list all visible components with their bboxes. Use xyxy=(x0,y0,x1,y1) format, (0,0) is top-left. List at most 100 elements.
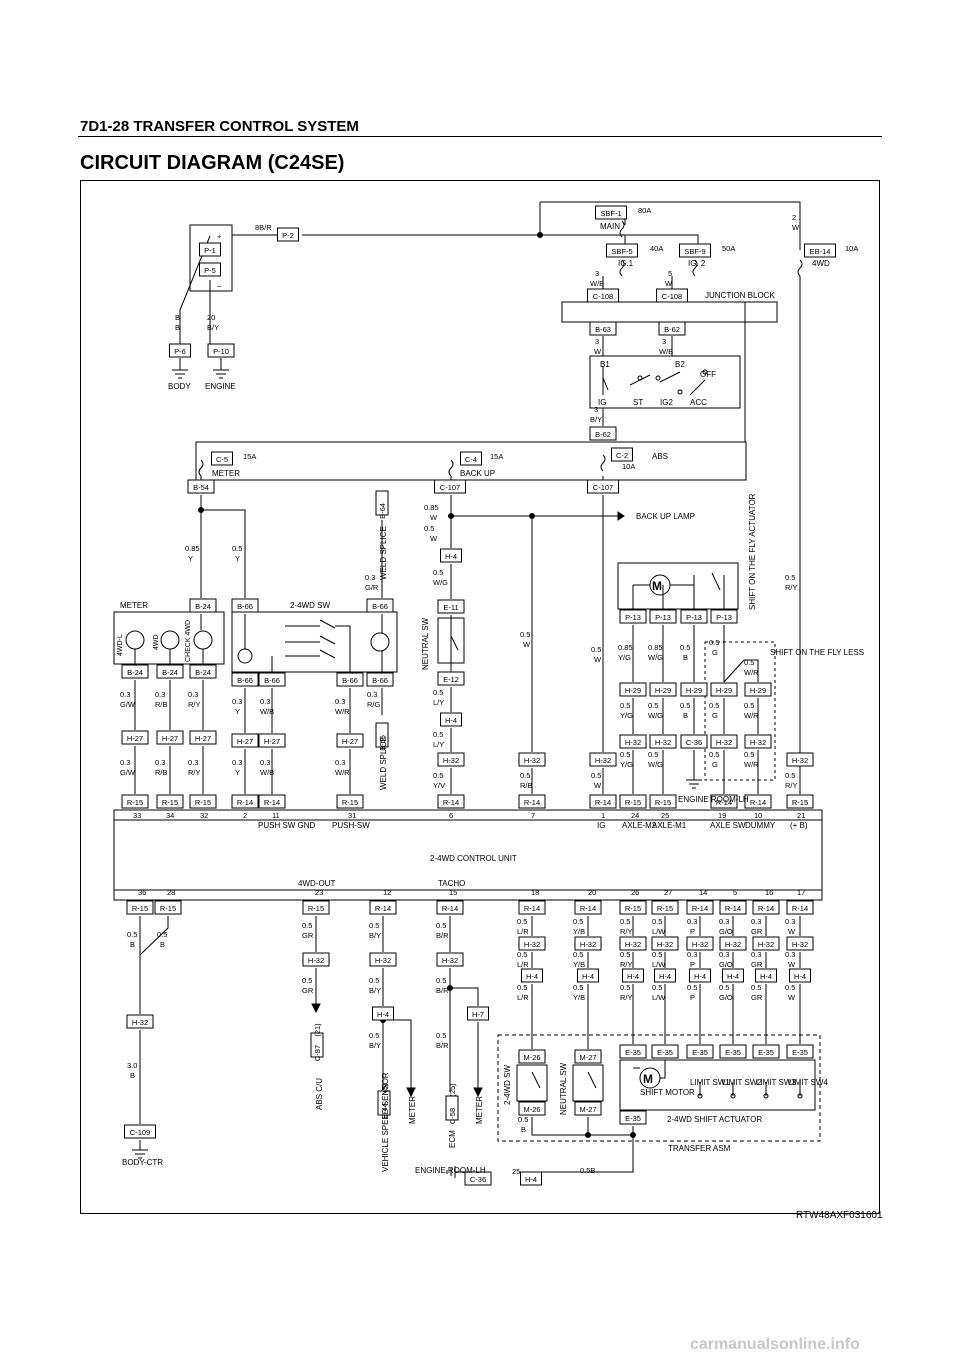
wire-label: B xyxy=(160,940,165,949)
wire-label: 0.5 xyxy=(433,730,443,739)
connector-box xyxy=(369,952,397,967)
connector-label: P-13 xyxy=(655,613,671,622)
connector-label: R-14 xyxy=(237,798,253,807)
body-label: BODY xyxy=(168,382,191,391)
shift-motor-label: SHIFT MOTOR xyxy=(640,1088,695,1097)
wire-label: 0.5 xyxy=(433,771,443,780)
wire-label: 0.5 xyxy=(302,921,312,930)
wire-label: Y/G xyxy=(620,760,633,769)
battery-block xyxy=(189,224,233,292)
wire-label: 0.5 xyxy=(436,921,446,930)
connector-box xyxy=(619,794,647,809)
connector-label: C-36 xyxy=(470,1175,486,1184)
wire-label: 0.3 xyxy=(785,917,795,926)
axle-m2-label: AXLE-M2 xyxy=(622,821,657,830)
wire-label: B xyxy=(175,323,180,332)
connector-box xyxy=(518,752,546,767)
wire-label: W xyxy=(788,960,796,969)
connector-box xyxy=(680,609,708,624)
connector-label: SBF-5 xyxy=(611,247,632,256)
wd4-v: 4WD xyxy=(153,634,160,650)
connector-box xyxy=(375,722,389,748)
control-unit-label: 2-4WD CONTROL UNIT xyxy=(430,854,517,863)
wire-label: W xyxy=(523,640,531,649)
wire-label: W xyxy=(788,993,796,1002)
figure-reference: RTW48AXF031601 xyxy=(796,1210,883,1221)
wire-label: 6 xyxy=(449,811,453,820)
wire-label: 0.5 xyxy=(517,950,527,959)
connector-box xyxy=(231,794,259,809)
connector-label: R-15 xyxy=(127,798,143,807)
connector-box xyxy=(518,936,546,951)
wire-label: 3 xyxy=(662,337,666,346)
connector-box xyxy=(156,730,184,745)
wire-label: W/B xyxy=(260,707,274,716)
connector-box xyxy=(231,733,259,748)
ground-wires xyxy=(179,235,211,345)
connector-label: R-14 xyxy=(580,904,596,913)
connector-label: R-14 xyxy=(524,904,540,913)
wire-label: 0.5 xyxy=(369,921,379,930)
wire-label: 23 xyxy=(315,888,323,897)
connector-box xyxy=(169,343,191,358)
wire-label: R/Y xyxy=(620,993,633,1002)
connector-label: H-27 xyxy=(195,734,211,743)
connector-box xyxy=(377,1090,391,1116)
ignition-switch-box xyxy=(589,355,741,409)
meter-internal xyxy=(134,614,204,664)
connector-label: B-24 xyxy=(162,668,178,677)
connector-box xyxy=(744,794,772,809)
wire-label: 3.0 xyxy=(127,1061,137,1070)
connector-label: H-4 xyxy=(694,972,706,981)
connector-box xyxy=(121,664,149,679)
connector-label: R-14 xyxy=(692,904,708,913)
vss-wires xyxy=(382,916,412,1090)
connector-box xyxy=(440,712,462,727)
connector-box xyxy=(755,968,777,983)
connector-label: H-4 xyxy=(659,972,671,981)
connector-box xyxy=(336,672,364,687)
wire-label: 15A xyxy=(243,452,256,461)
wire-label: 0.5 xyxy=(680,701,690,710)
wire-label: G xyxy=(712,711,718,720)
connector-box xyxy=(611,447,633,462)
wire-label: Y/B xyxy=(573,927,585,936)
connector-label: C-58 xyxy=(448,1108,457,1124)
connector-label: R-15 xyxy=(342,798,358,807)
wire-label: 0.5 xyxy=(127,930,137,939)
connector-box xyxy=(587,479,619,494)
connector-label: H-32 xyxy=(716,738,732,747)
wire-label: R/B xyxy=(520,781,533,790)
wire-label: 0.5 xyxy=(591,771,601,780)
connector-label: C-109 xyxy=(130,1128,150,1137)
connector-box xyxy=(310,1032,324,1058)
wire-label: 40A xyxy=(650,244,663,253)
limit-sw3-label: LIMIT SW3 xyxy=(756,1078,796,1087)
connector-label: B-66 xyxy=(264,676,280,685)
header-rule xyxy=(78,136,882,137)
wire-label: Y/V xyxy=(433,781,445,790)
sw-wires xyxy=(531,916,589,1049)
fuse-sbf1 xyxy=(619,220,625,238)
connector-label: H-4 xyxy=(727,972,739,981)
wire-label: GR xyxy=(751,927,763,936)
connector-box xyxy=(199,242,221,257)
ig2-label: IG. 2 xyxy=(688,259,706,268)
connector-box xyxy=(574,936,602,951)
weld-splice-v: WELD SPLICE xyxy=(379,526,388,580)
connector-box xyxy=(258,733,286,748)
wire-label: GR xyxy=(302,931,314,940)
connector-label: H-32 xyxy=(524,756,540,765)
vss-v: VEHICLE SPEED SENSOR xyxy=(381,1072,390,1172)
wire-label: 0.5 xyxy=(517,983,527,992)
transfer-asm-label: TRANSFER ASM xyxy=(668,1144,731,1153)
wire-label: 0.3 xyxy=(120,690,130,699)
connector-label: B-24 xyxy=(195,668,211,677)
st-label: ST xyxy=(633,398,643,407)
fuse-lower-stubs xyxy=(200,476,604,480)
limit-sw2-label: LIMIT SW2 xyxy=(722,1078,762,1087)
connector-label: R-14 xyxy=(750,798,766,807)
wire-label: 28 xyxy=(167,888,175,897)
wire-label: R/B xyxy=(155,700,168,709)
limit-sw1-label: LIMIT SW1 xyxy=(690,1078,730,1087)
